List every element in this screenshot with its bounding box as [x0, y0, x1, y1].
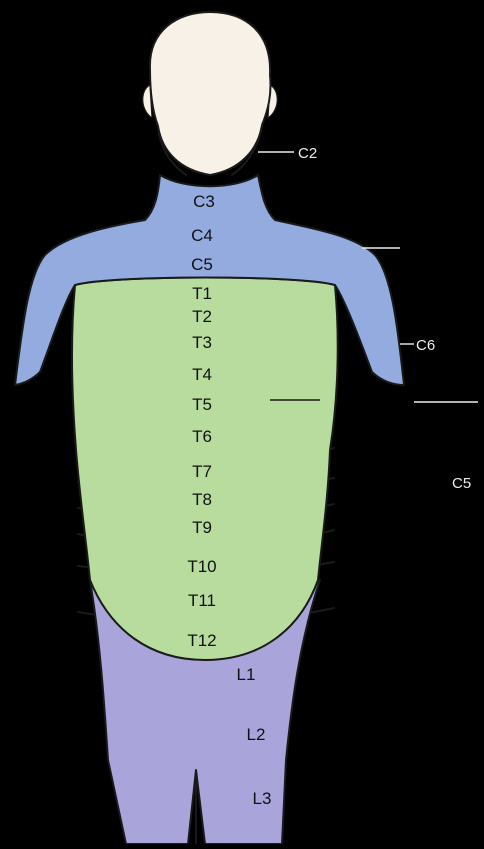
dermatome-label-t8: T8	[192, 490, 212, 509]
dermatome-label-t6: T6	[192, 427, 212, 446]
dermatome-label-c3: C3	[193, 192, 215, 211]
dermatome-label-l1: L1	[237, 665, 256, 684]
dermatome-label-t9: T9	[192, 518, 212, 537]
dermatome-label-c5: C5	[191, 255, 213, 274]
dermatome-label-t10: T10	[187, 557, 216, 576]
dermatome-label-t12: T12	[187, 631, 216, 650]
dermatome-label-t7: T7	[192, 462, 212, 481]
dermatome-label-c4: C4	[191, 226, 213, 245]
dermatome-label-t1: T1	[192, 284, 212, 303]
side-label-neck: C2	[298, 145, 317, 162]
dermatome-label-t11: T11	[188, 591, 216, 610]
dermatome-label-t2: T2	[192, 307, 212, 326]
dermatome-label-t3: T3	[192, 333, 212, 352]
dermatome-label-t4: T4	[192, 365, 212, 384]
dermatome-label-l3: L3	[253, 789, 272, 808]
dermatome-label-l2: L2	[247, 725, 266, 744]
side-label-arm: C6	[416, 337, 435, 354]
dermatome-label-t5: T5	[192, 395, 212, 414]
side-label-far: C5	[452, 475, 471, 492]
